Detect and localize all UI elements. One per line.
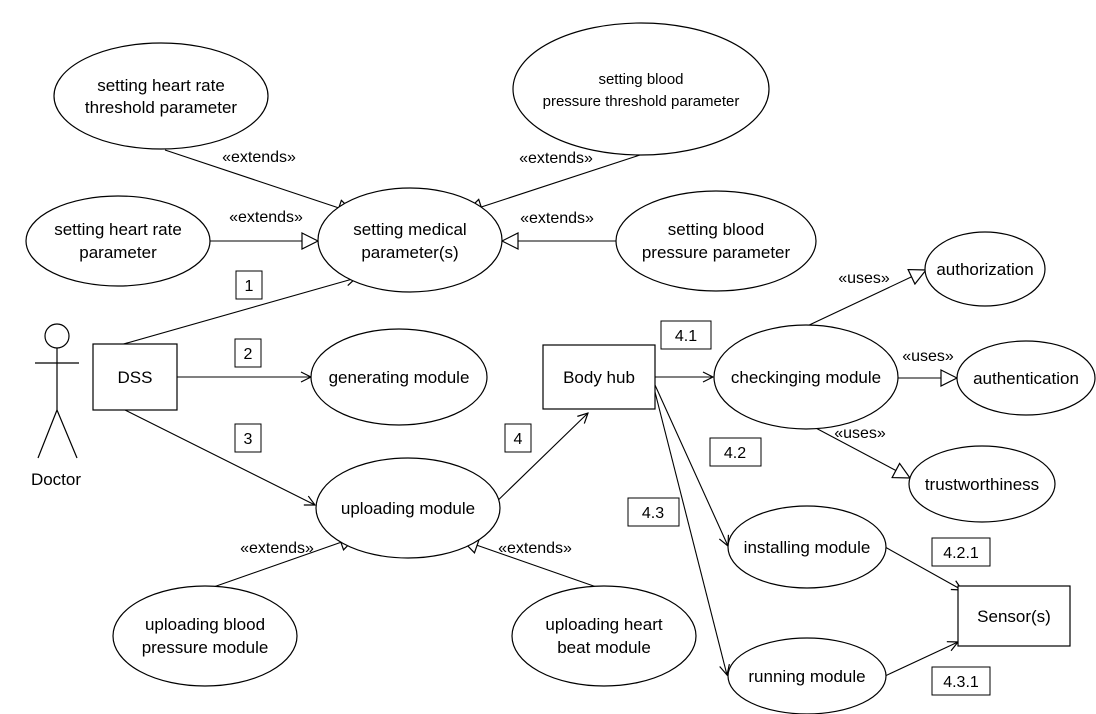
step-tag-4-2-text: 4.2 [724,445,746,462]
usecase-bp-param-line-1: setting blood [668,220,764,239]
stereotype-labels: «extends» «extends» «extends» «extends» … [222,149,954,557]
step-tags: 1 2 3 4 4.1 4.2 4.3 4.2.1 [234,270,991,696]
step-tag-4-3-1: 4.3.1 [931,666,991,696]
step-tag-1-text: 1 [245,278,254,295]
usecase-trustworthiness-line-1: trustworthiness [925,475,1039,494]
stereotype-extends-hr-threshold: «extends» [222,149,296,166]
usecase-running-line-1: running module [748,667,865,686]
box-sensors-label: Sensor(s) [977,607,1051,626]
usecase-uploading: uploading module [315,457,501,559]
usecase-medical-params-line-2: parameter(s) [361,243,458,262]
step-tag-4-3: 4.3 [627,497,680,527]
usecase-hr-threshold: setting heart rate threshold parameter [53,42,269,150]
extends-edge-upload-hb [462,540,606,591]
usecase-upload-hb-line-1: uploading heart [545,615,662,634]
usecase-authentication: authentication [956,340,1096,416]
flow-edge-4-2 [654,384,728,546]
stereotype-extends-upload-bp: «extends» [240,540,314,557]
extends-edge-upload-bp [204,537,356,591]
usecase-generating: generating module [310,328,488,426]
stereotype-uses-trustworthiness: «uses» [834,425,886,442]
actor-label: Doctor [31,470,81,489]
stereotype-extends-upload-hb: «extends» [498,540,572,557]
flow-edge-4-3-1 [884,642,958,677]
stereotype-extends-hr-param: «extends» [229,209,303,226]
usecase-hr-threshold-line-2: threshold parameter [85,98,237,117]
box-body-hub-label: Body hub [563,368,635,387]
usecase-bp-param: setting blood pressure parameter [615,190,817,292]
usecase-upload-bp-line-1: uploading blood [145,615,265,634]
usecase-hr-threshold-line-1: setting heart rate [97,76,225,95]
step-tag-4-1-text: 4.1 [675,328,697,345]
usecase-authorization: authorization [924,231,1046,307]
uses-edge-trustworthiness [811,425,910,478]
stereotype-uses-authentication: «uses» [902,348,954,365]
step-tag-4-3-text: 4.3 [642,505,664,522]
usecase-checking-line-1: checkinging module [731,368,881,387]
usecase-upload-hb: uploading heart beat module [511,585,697,687]
stereotype-uses-authorization: «uses» [838,270,890,287]
usecase-hr-param-line-1: setting heart rate [54,220,182,239]
usecase-installing-line-1: installing module [744,538,871,557]
stereotype-extends-bp-param: «extends» [520,210,594,227]
actor-doctor: Doctor [31,323,81,489]
step-tag-4-2: 4.2 [709,437,762,467]
stick-figure-icon [35,323,79,459]
usecase-running: running module [727,637,887,714]
step-tag-4-3-1-text: 4.3.1 [943,674,979,691]
step-tag-2: 2 [234,338,262,368]
extends-edge-bp-threshold [466,154,641,212]
edges [119,149,962,677]
stereotype-extends-bp-threshold: «extends» [519,150,593,167]
step-tag-4-2-1-text: 4.2.1 [943,545,979,562]
step-tag-3-text: 3 [244,431,253,448]
usecase-trustworthiness: trustworthiness [908,445,1056,523]
usecase-bp-threshold-line-1: setting blood [598,71,683,88]
usecase-authentication-line-1: authentication [973,369,1079,388]
usecase-bp-threshold: setting blood pressure threshold paramet… [512,22,770,156]
usecase-bp-param-line-2: pressure parameter [642,243,791,262]
usecase-authorization-line-1: authorization [936,260,1033,279]
usecase-upload-bp-line-2: pressure module [142,638,269,657]
step-tag-4-2-1: 4.2.1 [931,537,991,567]
usecase-checking: checkinging module [713,324,899,430]
usecase-generating-line-1: generating module [329,368,470,387]
flow-edge-4 [489,413,588,509]
step-tag-2-text: 2 [244,346,253,363]
usecase-installing: installing module [727,505,887,589]
step-tag-4: 4 [504,423,532,453]
box-dss-label: DSS [118,368,153,387]
usecase-upload-hb-line-2: beat module [557,638,651,657]
usecase-hr-param-line-2: parameter [79,243,157,262]
step-tag-4-1: 4.1 [660,320,712,350]
box-body-hub: Body hub [542,344,656,410]
step-tag-1: 1 [235,270,263,300]
flow-edge-1 [119,278,356,346]
step-tag-3: 3 [234,423,262,453]
flow-edge-3 [124,409,315,505]
extends-edge-hr-threshold [164,149,354,213]
usecase-hr-param: setting heart rate parameter [25,195,211,287]
usecase-uploading-line-1: uploading module [341,499,475,518]
uses-edge-authorization [804,270,926,328]
box-sensors: Sensor(s) [957,585,1071,647]
usecase-medical-params-line-1: setting medical [353,220,466,239]
usecase-upload-bp: uploading blood pressure module [112,585,298,687]
usecase-bp-threshold-line-2: pressure threshold parameter [543,93,740,110]
flow-edge-4-3 [654,391,727,675]
flow-edge-4-2-1 [884,546,962,590]
usecase-medical-params: setting medical parameter(s) [317,187,503,293]
step-tag-4-text: 4 [514,431,523,448]
box-dss: DSS [92,343,178,411]
